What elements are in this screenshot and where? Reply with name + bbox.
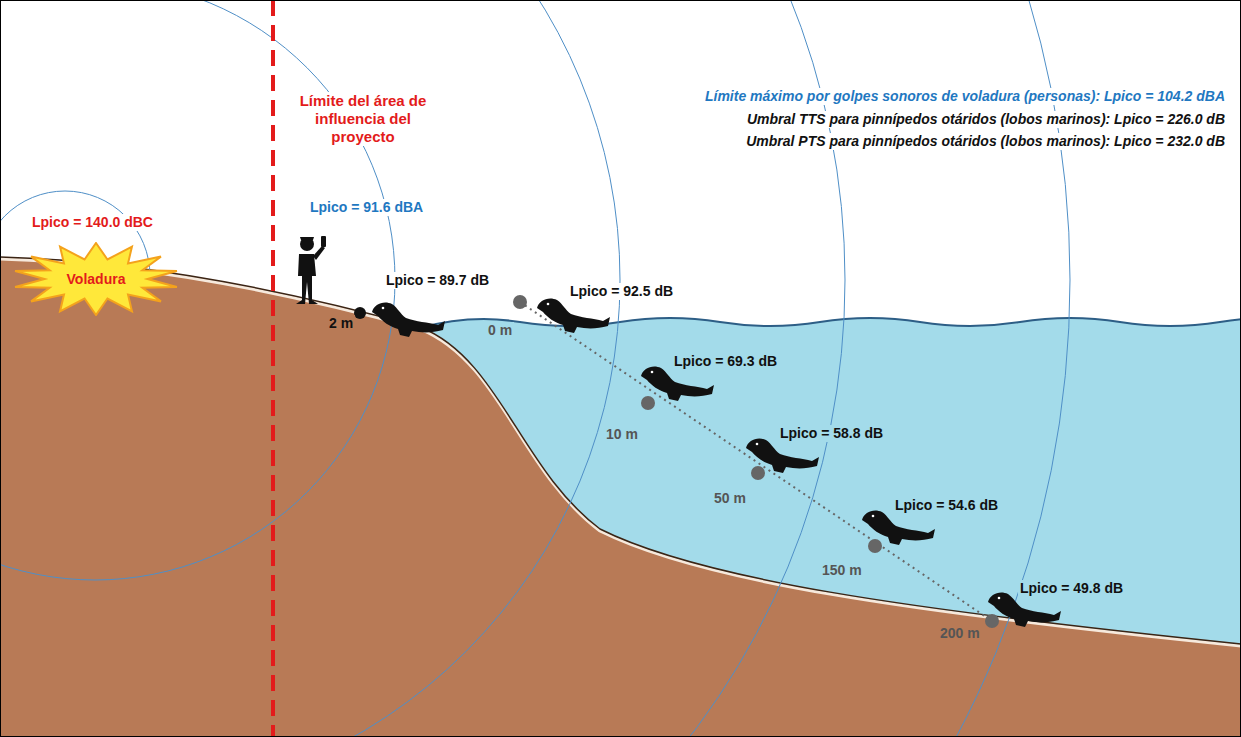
sea-lion	[746, 438, 819, 473]
level-label: Lpico = 89.7 dB	[384, 272, 491, 289]
distance-label: 10 m	[604, 426, 640, 443]
person-silhouette	[296, 236, 326, 304]
distance-label: 200 m	[938, 625, 982, 642]
project-boundary-line	[271, 0, 275, 737]
level-label: Lpico = 140.0 dBC	[30, 214, 155, 231]
sea-lion	[537, 298, 610, 333]
measure-point	[868, 539, 882, 553]
measure-point	[354, 307, 366, 319]
sea-lion	[988, 592, 1061, 627]
sea-lion	[372, 302, 445, 337]
level-label: Lpico = 69.3 dB	[672, 353, 779, 370]
level-label: Lpico = 54.6 dB	[893, 497, 1000, 514]
measure-point	[513, 295, 527, 309]
sea-surface	[420, 318, 1241, 328]
distance-label: 150 m	[820, 562, 864, 579]
distance-label: 2 m	[327, 315, 355, 332]
level-label: Lpico = 91.6 dBA	[308, 199, 425, 216]
measure-point	[985, 614, 999, 628]
blast-star: Voladura	[12, 242, 180, 316]
distance-track	[520, 302, 992, 621]
blast-label: Voladura	[12, 271, 180, 287]
level-label: Lpico = 58.8 dB	[778, 425, 885, 442]
measure-point	[751, 466, 765, 480]
threshold-note: Umbral TTS para pinnípedos otáridos (lob…	[745, 111, 1227, 128]
level-label: Lpico = 49.8 dB	[1018, 580, 1125, 597]
level-label: Lpico = 92.5 dB	[568, 283, 675, 300]
threshold-note: Límite máximo por golpes sonoros de vola…	[703, 88, 1227, 105]
sea-lion	[641, 366, 714, 401]
measure-point	[641, 396, 655, 410]
boundary-label: Límite del área de influencia del proyec…	[286, 92, 440, 146]
sea-lion	[862, 510, 935, 545]
distance-label: 50 m	[712, 490, 748, 507]
distance-label: 0 m	[486, 322, 514, 339]
ground	[0, 258, 1241, 737]
threshold-note: Umbral PTS para pinnípedos otáridos (lob…	[744, 133, 1227, 150]
